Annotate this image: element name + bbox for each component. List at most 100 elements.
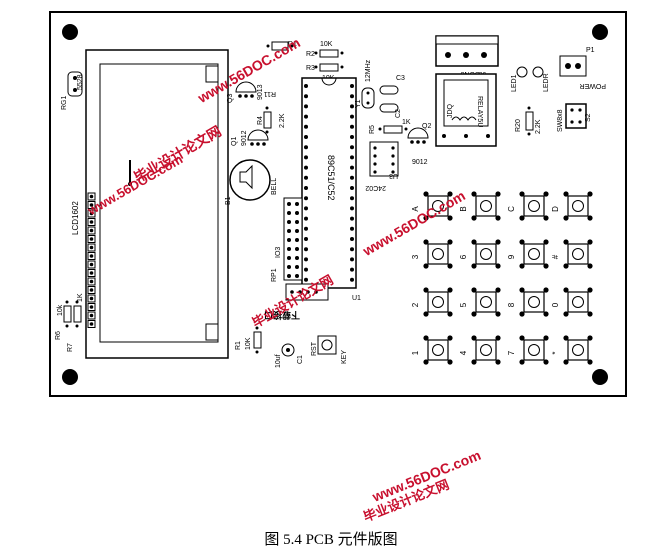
keypad-key [423, 335, 453, 365]
mcu-pin [350, 124, 354, 129]
rg1-value: 5528 [77, 74, 84, 90]
mounting-holes [62, 24, 608, 385]
lcd-pin-hole [89, 211, 94, 216]
mcu-pin [304, 257, 308, 262]
mcu-pin [350, 226, 354, 231]
b1-label: B1 [225, 196, 232, 205]
r5-label: R5 [369, 125, 376, 134]
lcd-label: LCD1602 [71, 201, 80, 235]
q3-label: Q3 [227, 94, 234, 103]
lcd-pin-hole [89, 203, 94, 207]
io3-pin [287, 202, 291, 206]
power-switch [565, 103, 587, 129]
mcu-pin [304, 175, 308, 180]
q3-value: 9013 [257, 84, 264, 100]
lcd-pin-hole [89, 296, 94, 301]
q1-label: Q1 [231, 137, 238, 146]
mcu-pin [304, 155, 308, 160]
power-label: POWER [580, 82, 606, 89]
mcu-pin [350, 155, 354, 160]
keypad-key [471, 191, 501, 221]
c1-value: 10uf [275, 354, 282, 368]
keypad-key-label: # [551, 254, 560, 259]
mcu-pin [304, 226, 308, 231]
download-label: 下载接口 [264, 310, 300, 321]
keypad-key-label: 5 [459, 302, 468, 307]
d1-label: D1 [288, 41, 297, 48]
mcu-pin [350, 206, 354, 211]
mcu-pin [304, 237, 308, 241]
u1-label: U1 [352, 295, 361, 302]
rg1-label: RG1 [61, 96, 68, 111]
mcu-pin [350, 104, 354, 109]
r6-label: R6 [55, 331, 62, 340]
mcu-pin [304, 165, 308, 170]
r20-label: R20 [515, 119, 522, 132]
keypad-key [563, 239, 593, 269]
io3-pin [295, 220, 299, 224]
lcd-pin-hole [89, 279, 94, 284]
mcu-pin [350, 247, 354, 252]
mcu-pin [350, 114, 354, 119]
mcu-pin [304, 216, 308, 221]
q2-value: 9012 [412, 159, 428, 166]
mcu-pin [350, 257, 354, 262]
keypad-key [519, 191, 549, 221]
io3-pin [295, 202, 299, 206]
mcu-pin [304, 114, 308, 119]
mcu-pin [304, 196, 308, 201]
lcd-pin-hole [89, 245, 94, 250]
s2-label: S2 [585, 113, 592, 122]
r2-label: R2 [306, 51, 315, 58]
lcd-pin-hole [89, 194, 94, 199]
mcu-pin [304, 247, 308, 252]
c3-label: C3 [396, 75, 405, 82]
r4-label: R4 [257, 116, 264, 125]
lcd-pin-hole [89, 220, 94, 224]
mcu-pin [304, 277, 308, 282]
io3-pin [287, 247, 291, 251]
power-connector [559, 55, 587, 77]
lcd-pin-hole [89, 262, 94, 267]
mcu-pin [304, 145, 308, 150]
io3-pin [287, 256, 291, 260]
mcu-pin [350, 135, 354, 139]
keypad-key [423, 239, 453, 269]
mcu-pin [350, 216, 354, 221]
keypad-key [471, 239, 501, 269]
keypad-key [519, 335, 549, 365]
mcu-pin [350, 94, 354, 99]
c1-label: C1 [297, 355, 304, 364]
keypad-key [423, 287, 453, 317]
keypad-key [563, 191, 593, 221]
mcu-pin [304, 135, 308, 139]
key-label: KEY [341, 350, 348, 364]
r1-c1 [253, 326, 295, 357]
r4-resistor [263, 106, 272, 134]
r20-resistor [525, 106, 534, 136]
mcu-label: 89C51/C52 [326, 155, 336, 201]
download-interface [285, 283, 329, 301]
reset-key [317, 335, 337, 355]
mcu-pin [350, 267, 354, 272]
keypad-key-label: 2 [411, 302, 420, 307]
eeprom-24c02 [369, 141, 399, 177]
keypad-key-label: 4 [459, 350, 468, 355]
r11-label: R11 [264, 90, 276, 97]
figure-caption: 图 5.4 PCB 元件版图 [264, 532, 398, 548]
transistor-q1 [247, 129, 269, 146]
mcu-pin [304, 84, 308, 88]
mcu-pin [304, 206, 308, 211]
io3-pin [287, 274, 291, 278]
led-indicators [516, 66, 544, 78]
r2-value: 10K [320, 41, 333, 48]
keypad-key [519, 287, 549, 317]
io3-pin [287, 211, 291, 215]
c2-label: C2 [395, 109, 402, 118]
p1-label: P1 [586, 47, 595, 54]
crystal-value: 12MHz [365, 59, 372, 82]
mcu-pin [350, 84, 354, 88]
mcu-pin [304, 104, 308, 109]
keypad-key-label: A [411, 206, 420, 212]
